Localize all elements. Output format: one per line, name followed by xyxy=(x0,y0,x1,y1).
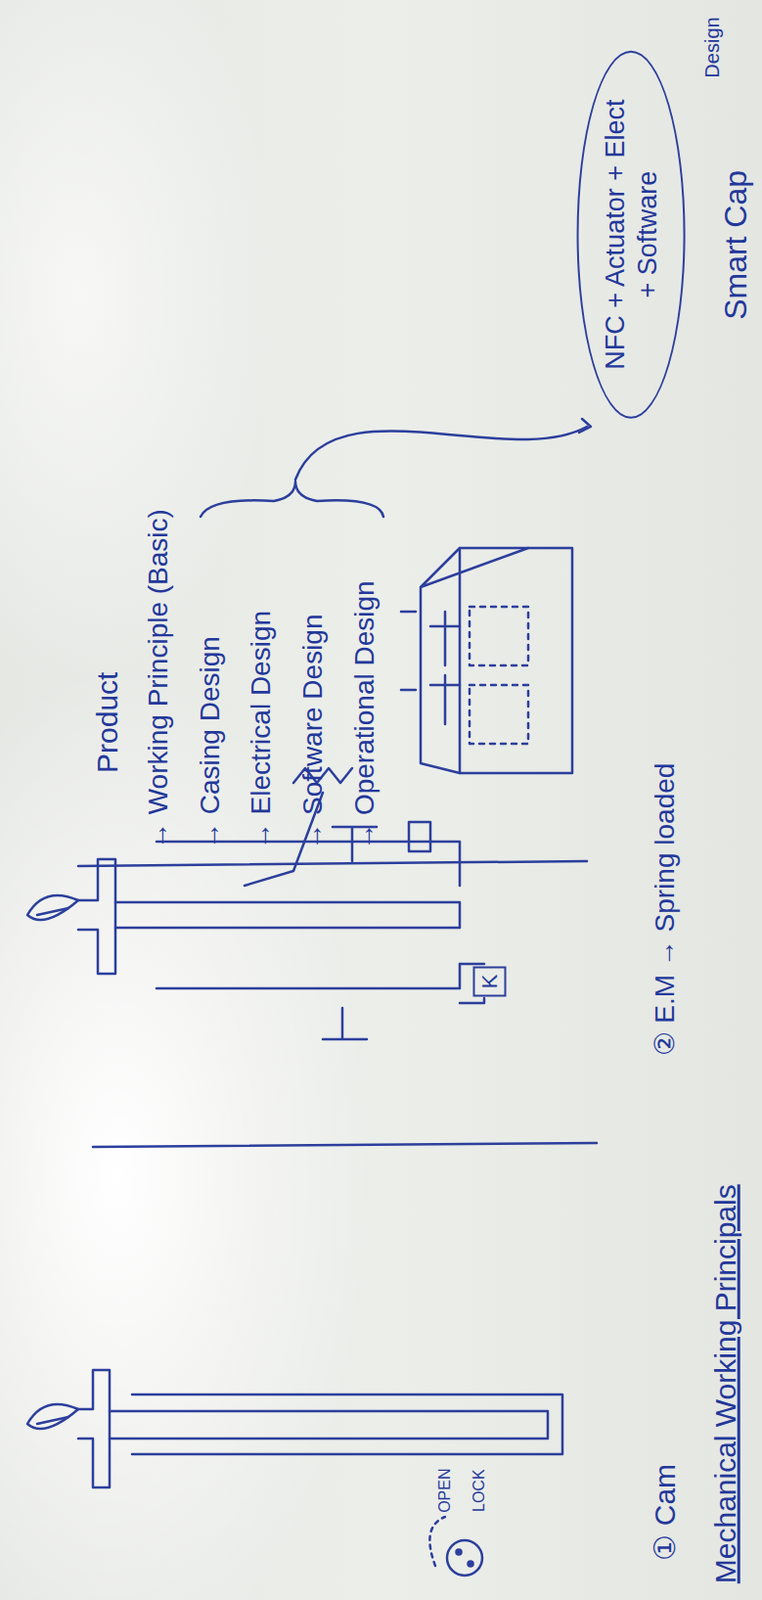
handwritten-note: → Operational Design xyxy=(348,580,380,850)
product-box xyxy=(420,547,529,773)
ellipse-group: NFC + Actuator + Elect+ Software xyxy=(576,50,685,419)
node-text: + Software xyxy=(630,171,663,299)
cam-dot xyxy=(468,1561,474,1567)
leader-curve xyxy=(295,426,587,480)
latch-pin xyxy=(322,1007,367,1039)
product-part xyxy=(469,606,529,744)
handwritten-note: Mechanical Working Principals xyxy=(709,1183,744,1583)
node-text: K xyxy=(476,974,502,989)
product-part xyxy=(430,611,460,724)
handwritten-note: OPEN xyxy=(436,1467,454,1512)
handwritten-note: → Working Principle (Basic) xyxy=(142,508,175,850)
handwritten-note: ① Cam xyxy=(648,1463,683,1561)
brace xyxy=(200,481,384,517)
handwritten-note: ② E.M → Spring loaded xyxy=(649,762,681,1055)
key-bow xyxy=(37,907,69,915)
key-bow xyxy=(27,1403,79,1429)
component-box: K xyxy=(472,966,506,997)
latch-block xyxy=(408,821,431,852)
handwritten-note: LOCK xyxy=(470,1468,489,1512)
key-collar xyxy=(78,1369,110,1487)
divider-line xyxy=(92,1142,597,1147)
key-shaft xyxy=(115,901,460,928)
node-text: NFC + Actuator + Elect xyxy=(599,99,631,370)
key-collar xyxy=(78,858,116,974)
handwritten-note: Product xyxy=(90,672,126,773)
key-shaft xyxy=(109,1410,548,1438)
handwritten-note: Smart Cap xyxy=(717,169,755,319)
cam-arc xyxy=(429,1516,446,1566)
arrow-head xyxy=(579,418,591,433)
handwritten-note: → Casing Design xyxy=(194,635,226,850)
cam-dot xyxy=(456,1549,462,1555)
handwritten-note: → Electrical Design xyxy=(245,610,277,850)
key-bow xyxy=(37,1416,69,1424)
handwritten-note: Design xyxy=(701,16,724,78)
product-box xyxy=(459,547,573,773)
handwritten-note: → Software Design xyxy=(296,613,328,850)
arrow-line xyxy=(401,611,416,690)
key-bow xyxy=(27,895,79,920)
sketch-lines xyxy=(27,418,597,1575)
cam-circle xyxy=(447,1539,483,1575)
lock-cylinder xyxy=(132,1393,563,1454)
housing-line xyxy=(156,963,460,988)
divider-line xyxy=(78,860,587,866)
